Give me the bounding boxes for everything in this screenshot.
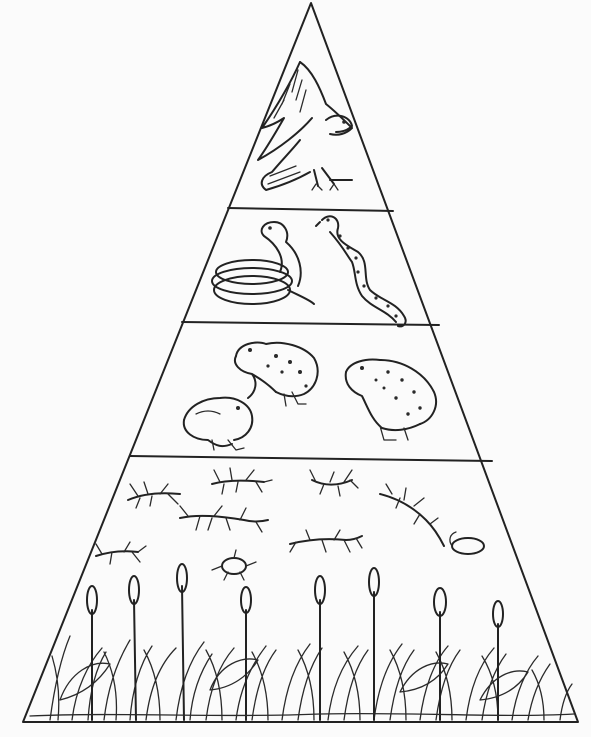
tier-divider-1 (228, 208, 393, 211)
hawk-icon (258, 62, 352, 190)
frog-icon (235, 343, 318, 407)
insect-icon (96, 542, 146, 564)
insect-icon (212, 550, 256, 580)
tier-hawk (258, 62, 352, 190)
tier-plants (30, 564, 574, 720)
insect-icon (180, 506, 268, 532)
insect-icon (128, 482, 180, 508)
insect-icon (290, 530, 362, 552)
plant-icon (30, 564, 574, 720)
insect-icon (310, 470, 358, 496)
insect-icon (380, 484, 484, 554)
tier-frogs (184, 343, 436, 451)
frog-icon (346, 360, 436, 441)
frog-icon (184, 398, 253, 450)
tier-snakes (212, 216, 406, 326)
tier-divider-3 (130, 456, 492, 461)
snake-icon (316, 216, 406, 326)
tier-divider-2 (182, 322, 439, 325)
tier-insects (96, 468, 484, 580)
insect-icon (212, 468, 272, 494)
snake-icon (212, 222, 314, 304)
